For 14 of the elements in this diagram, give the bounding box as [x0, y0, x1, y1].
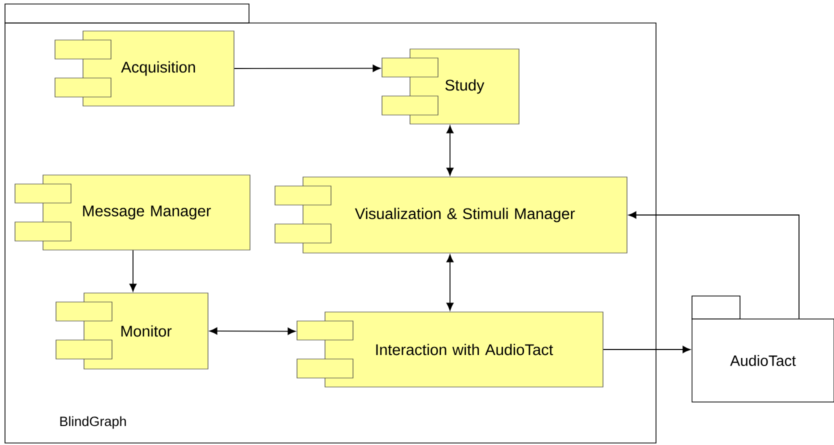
arrow [129, 250, 137, 292]
component-box: Visualization & Stimuli Manager [274, 176, 628, 254]
double-arrow [209, 327, 296, 335]
package-box: AudioTact [692, 296, 834, 402]
arrow [602, 346, 690, 354]
component-box: Message Manager [14, 174, 250, 250]
component-box: Monitor [56, 292, 208, 370]
component-box: Acquisition [54, 30, 234, 106]
arrow [628, 211, 800, 320]
component-box: Interaction with AudioTact [296, 312, 604, 388]
double-arrow [446, 254, 454, 311]
double-arrow [446, 125, 454, 176]
arrow [234, 64, 381, 72]
component-box: Study [382, 48, 520, 124]
